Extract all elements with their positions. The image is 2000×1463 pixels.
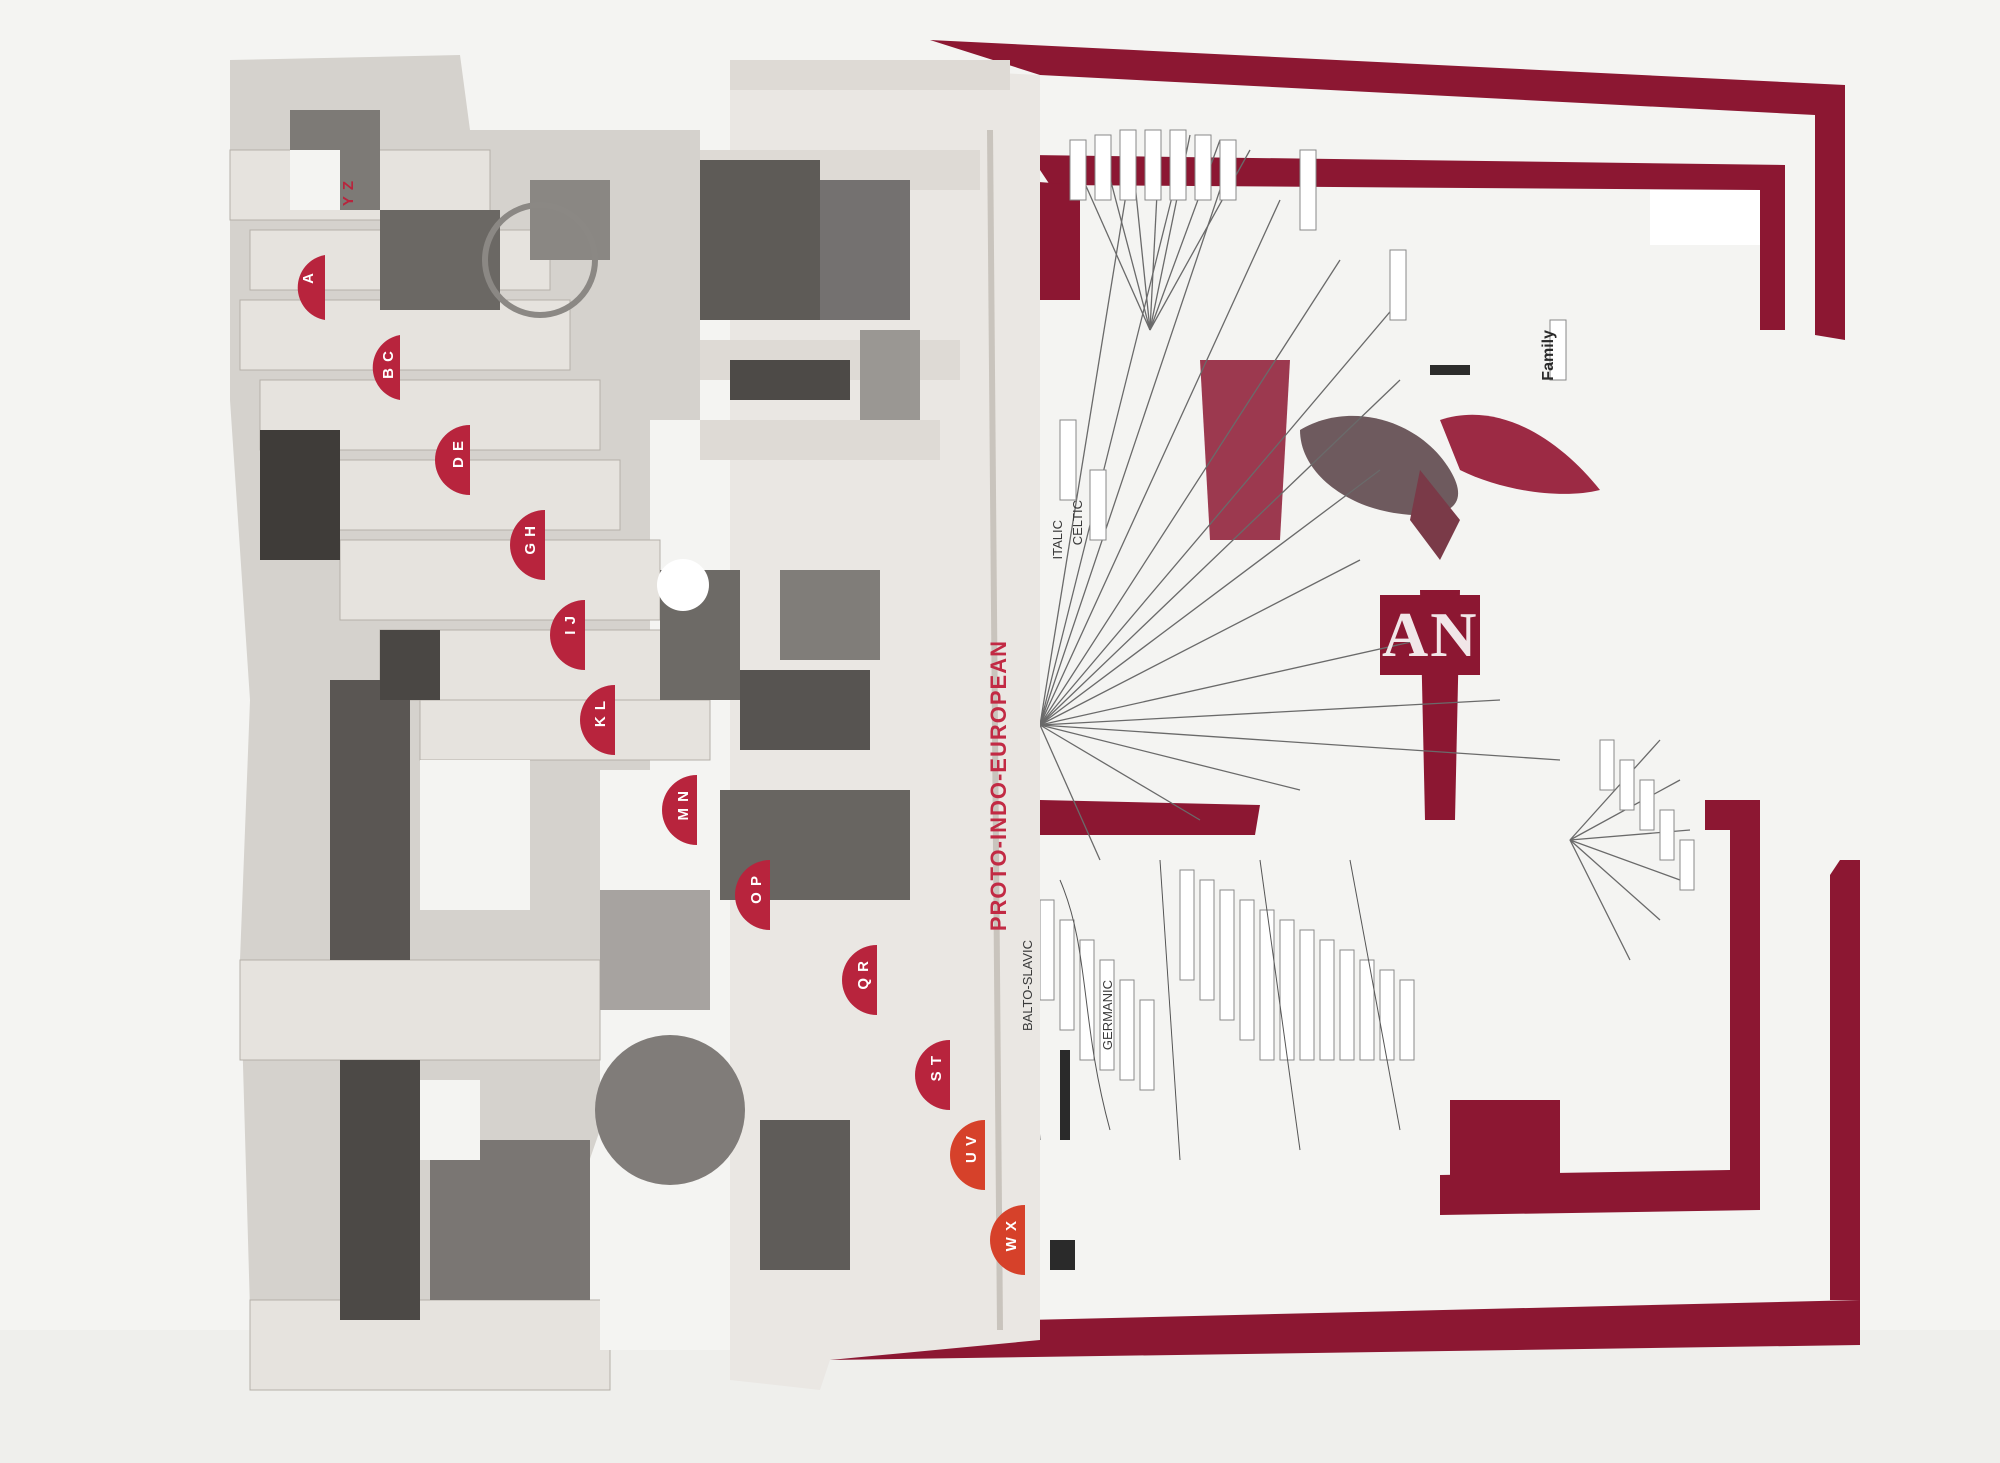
collage-block <box>229 55 920 1391</box>
brand-text: AN <box>1382 599 1479 670</box>
tab-letter-mn: M N <box>675 790 692 821</box>
branch-label-italic: ITALIC <box>1050 520 1065 560</box>
brand-plaque <box>1380 595 1480 675</box>
branch-label-celtic: CELTIC <box>1070 500 1085 546</box>
branch-label-germanic: GERMANIC <box>1100 980 1115 1051</box>
tab-letter-gh: G H <box>522 525 539 555</box>
winged-figure-icon <box>1300 414 1600 560</box>
tree-diagram-icon <box>1019 129 1695 1270</box>
tab-letter-st: S T <box>928 1055 945 1082</box>
family-label: Family <box>1540 330 1557 381</box>
tab-letter-uv: U V <box>963 1135 980 1164</box>
tab-letter-op: O P <box>748 875 765 904</box>
tab-letter-ij: I J <box>562 615 579 635</box>
tab-letter-a: A <box>300 272 317 284</box>
tab-letter-bc: B C <box>380 350 397 379</box>
index-tabs <box>297 255 1025 1275</box>
tab-letter-yz: Y Z <box>340 180 357 207</box>
tab-letter-wx: W X <box>1003 1220 1020 1252</box>
branch-label-balto-slavic: BALTO-SLAVIC <box>1020 940 1035 1032</box>
spine-title: PROTO-INDO-EUROPEAN <box>986 640 1011 932</box>
tab-letter-kl: K L <box>592 700 609 728</box>
tab-letter-qr: Q R <box>855 960 872 990</box>
tab-letter-de: D E <box>450 440 467 469</box>
